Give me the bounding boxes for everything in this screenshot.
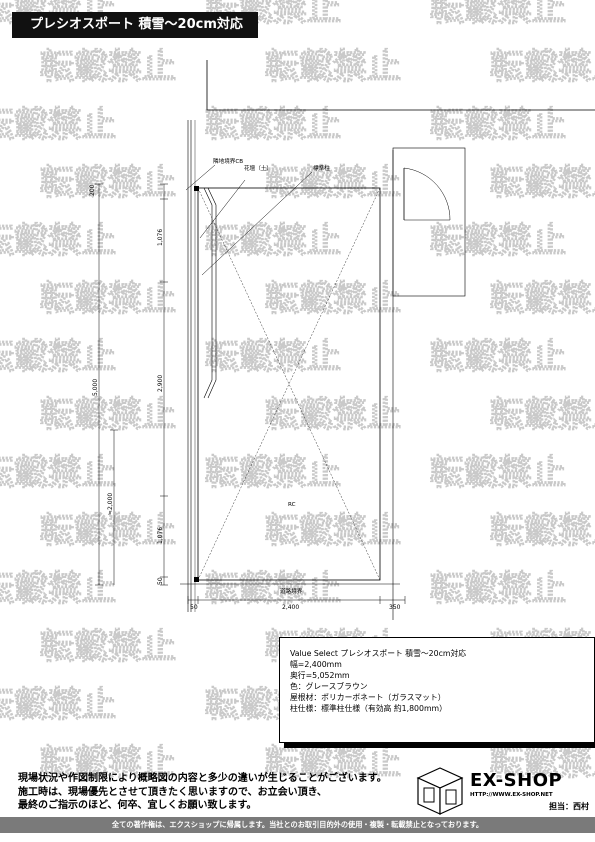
watermark-text: 転載禁止 xyxy=(40,627,176,667)
watermark-text: 転載禁止 xyxy=(40,47,176,87)
label-boundary-cb: 隣地境界CB xyxy=(213,157,243,165)
spec-depth: 奥行=5,052mm xyxy=(290,671,350,680)
label-rc: RC xyxy=(288,502,296,508)
watermark-text: 転載禁止 xyxy=(205,221,341,261)
spec-width: 幅=2,400mm xyxy=(290,660,342,669)
staff-label: 担当：西村 xyxy=(549,802,589,811)
watermark-text: 転載禁止 xyxy=(40,163,176,203)
watermark-text: 転載禁止 xyxy=(430,0,566,29)
watermark-text: 転載禁止 xyxy=(40,279,176,319)
spec-color: 色：グレースブラウン xyxy=(290,682,368,691)
spec-product: Value Select プレシオスポート 積雪～20cm対応 xyxy=(290,649,467,658)
dim-right: 350 xyxy=(389,604,401,611)
note-line-3: 最終のご指示のほど、何卒、宜しくお願い致します。 xyxy=(18,800,257,811)
watermark-text: 転載禁止 xyxy=(265,511,401,551)
leader-post xyxy=(201,171,313,276)
watermark-text: 転載禁止 xyxy=(0,453,116,493)
watermark-text: 転載禁止 xyxy=(40,511,176,551)
post-top xyxy=(194,186,199,191)
watermark-text: 転載禁止 xyxy=(430,337,566,377)
dim-bottom: 50 xyxy=(157,577,164,585)
dim-lower: 1,076 xyxy=(157,527,164,544)
dim-side: ≒2,000 xyxy=(107,493,114,515)
dim-width: 2,400 xyxy=(282,604,299,611)
carport-roof xyxy=(197,187,381,581)
watermark-text: 転載禁止 xyxy=(265,47,401,87)
ex-shop-logo xyxy=(416,767,464,815)
flowerbed-outline xyxy=(203,187,213,399)
leader-boundary xyxy=(185,164,216,191)
watermark-text: 転載禁止 xyxy=(490,279,595,319)
watermark-text: 転載禁止 xyxy=(265,163,401,203)
notes: 現場状況や作図制限により概略図の内容と多少の違いが生じることがございます。 施工… xyxy=(18,772,398,813)
flowerbed-outline-inner xyxy=(207,187,217,399)
watermark-text: 転載禁止 xyxy=(0,105,116,145)
dim-top: 200 xyxy=(89,184,96,196)
watermark-text: 転載禁止 xyxy=(40,743,176,783)
watermark-text: 転載禁止 xyxy=(40,395,176,435)
watermark-text: 転載禁止 xyxy=(0,337,116,377)
copyright-footer: 全ての著作権は、エクスショップに帰属します。当社とのお取引目的外の使用・複製・転… xyxy=(0,817,595,833)
watermark-text: 転載禁止 xyxy=(430,569,566,609)
watermark-text: 転載禁止 xyxy=(205,453,341,493)
post-bottom xyxy=(194,577,199,582)
watermark-text: 転載禁止 xyxy=(490,395,595,435)
watermark-text: 転載禁止 xyxy=(0,685,116,725)
spec-post: 柱仕様：標準柱仕様（有効高 約1,800mm） xyxy=(290,704,447,713)
logo-url[interactable]: HTTP://WWW.EX-SHOP.NET xyxy=(470,792,553,798)
note-line-2: 施工時は、現場優先とさせて頂きたく思いますので、お立会い頂き、 xyxy=(18,786,327,798)
spec-roof: 屋根材：ポリカーボネート（ガラスマット） xyxy=(290,693,446,702)
note-line-1: 現場状況や作図制限により概略図の内容と多少の違いが生じることがございます。 xyxy=(18,773,387,784)
door-swing xyxy=(403,167,451,221)
watermark-text: 転載禁止 xyxy=(205,337,341,377)
watermark-text: 転載禁止 xyxy=(265,395,401,435)
label-standard-post: 標準柱 xyxy=(313,164,330,172)
dim-left: 50 xyxy=(190,604,198,611)
spec-box: Value Select プレシオスポート 積雪～20cm対応 幅=2,400m… xyxy=(279,637,595,743)
dim-upper: 1,076 xyxy=(157,229,164,246)
building-outline xyxy=(206,60,595,111)
page-title: プレシオスポート 積雪～20cm対応 xyxy=(12,12,258,38)
watermark-text: 転載禁止 xyxy=(490,511,595,551)
watermark-text: 転載禁止 xyxy=(0,221,116,261)
watermark-text: 転載禁止 xyxy=(265,279,401,319)
dim-total: 5,000 xyxy=(92,379,99,396)
watermark-text: 転載禁止 xyxy=(490,47,595,87)
door-frame xyxy=(392,147,466,297)
watermark-text: 転載禁止 xyxy=(430,105,566,145)
watermark-text: 転載禁止 xyxy=(0,569,116,609)
dim-middle: 2,900 xyxy=(157,375,164,392)
leader-flowerbed xyxy=(199,179,246,239)
label-flowerbed: 花壇（土） xyxy=(244,164,272,172)
watermark-text: 転載禁止 xyxy=(205,105,341,145)
watermark-text: 転載禁止 xyxy=(490,163,595,203)
watermark-text: 転載禁止 xyxy=(205,569,341,609)
logo-name: EX-SHOP xyxy=(470,770,563,791)
watermark-text: 転載禁止 xyxy=(490,743,595,783)
watermark-text: 転載禁止 xyxy=(265,743,401,783)
label-road-boundary: 道路境界 xyxy=(280,587,303,595)
watermark-text: 転載禁止 xyxy=(430,453,566,493)
watermark-text: 転載禁止 xyxy=(430,221,566,261)
